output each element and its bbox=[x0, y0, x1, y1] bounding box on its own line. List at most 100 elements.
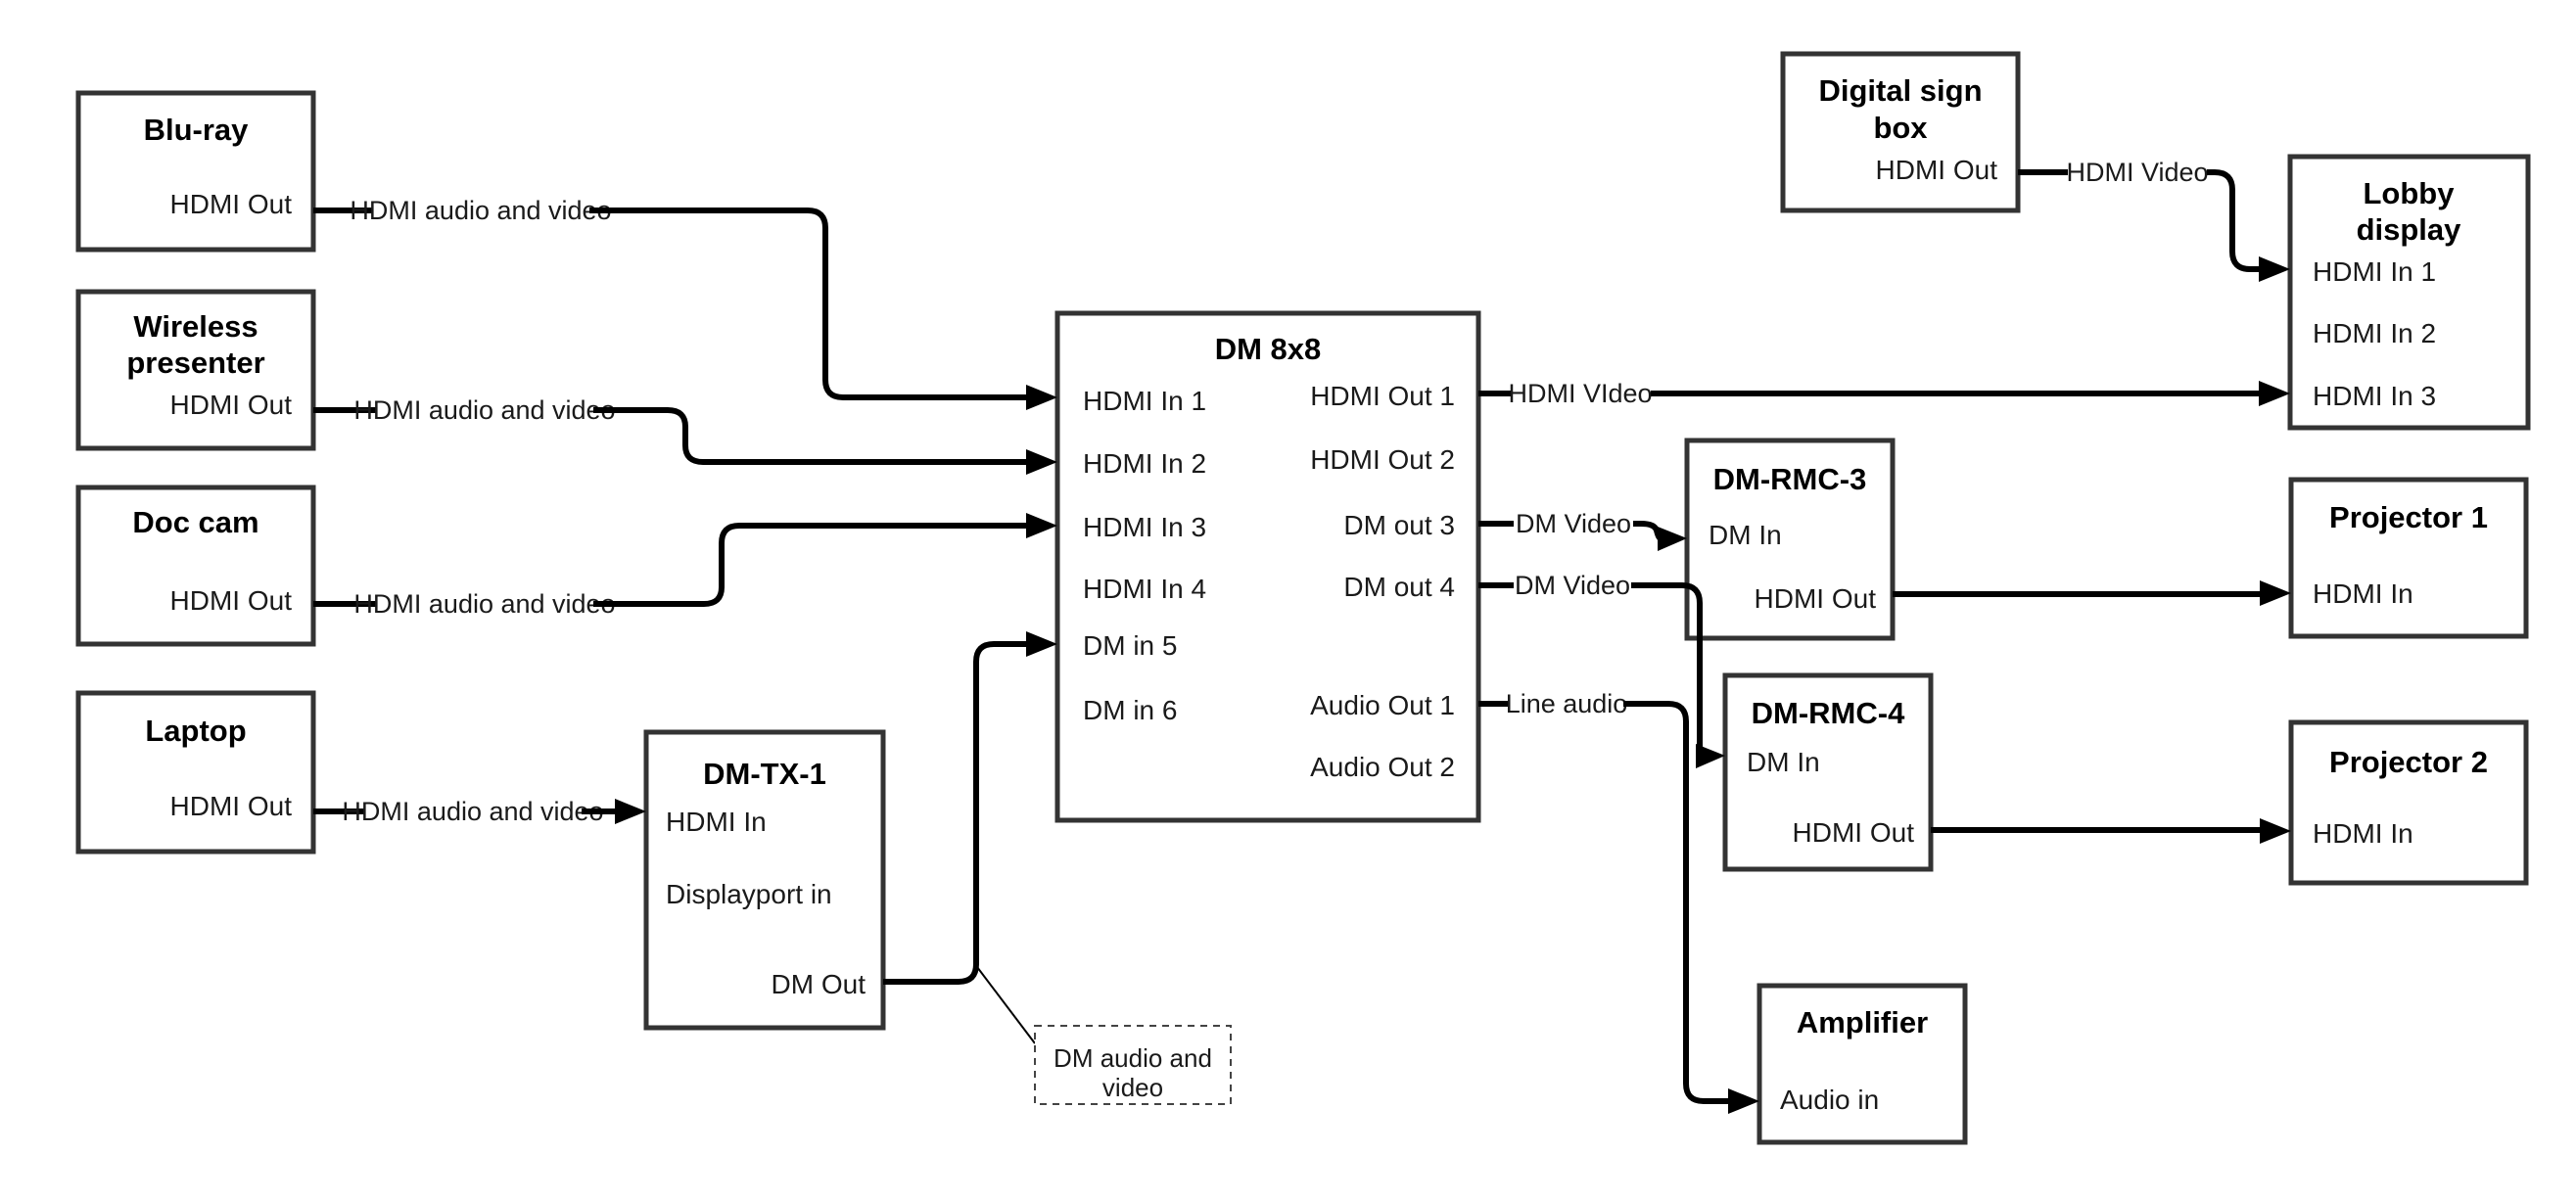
note-text-line1: DM audio and bbox=[1054, 1043, 1212, 1073]
wire-segment bbox=[883, 641, 1030, 985]
wire-segment bbox=[589, 208, 1030, 400]
node-lobby-display: Lobby display HDMI In 1 HDMI In 2 HDMI I… bbox=[2287, 154, 2531, 431]
node-dm-rmc-3-title: DM-RMC-3 bbox=[1713, 462, 1867, 496]
node-blu-ray: Blu-ray HDMI Out bbox=[75, 90, 316, 253]
port-dm-rmc-3-dm-in: DM In bbox=[1709, 520, 1782, 550]
node-blu-ray-title: Blu-ray bbox=[144, 113, 250, 147]
port-dm-rmc-4-hdmi-out: HDMI Out bbox=[1793, 817, 1915, 848]
port-dm-tx-1-displayport-in: Displayport in bbox=[666, 879, 832, 909]
note-dm-audio-and-video: DM audio and video bbox=[973, 962, 1232, 1105]
arrowhead-into-lobby-hdmi-in-1 bbox=[2259, 256, 2290, 282]
node-doc-cam-title: Doc cam bbox=[132, 505, 258, 539]
node-dm-tx-1: DM-TX-1 HDMI In Displayport in DM Out bbox=[643, 729, 886, 1031]
node-projector-1: Projector 1 HDMI In bbox=[2288, 477, 2529, 639]
node-dm-8x8: DM 8x8 HDMI In 1 HDMI In 2 HDMI In 3 HDM… bbox=[1054, 310, 1481, 823]
node-projector-2-title: Projector 2 bbox=[2329, 745, 2488, 779]
node-projector-1-box bbox=[2288, 477, 2529, 639]
node-laptop-title: Laptop bbox=[145, 714, 246, 748]
node-dm-8x8-box bbox=[1054, 310, 1481, 823]
connector-digital-sign-to-lobby: HDMI Video bbox=[2018, 158, 2290, 282]
port-dm-tx-1-hdmi-in: HDMI In bbox=[666, 807, 767, 837]
node-lobby-display-box bbox=[2287, 154, 2531, 431]
connection-label-dm-video-3: DM Video bbox=[1516, 509, 1631, 538]
arrowhead-into-hdmi-in-2 bbox=[1026, 449, 1057, 475]
port-dm-8x8-hdmi-in-1: HDMI In 1 bbox=[1083, 386, 1206, 416]
node-projector-2: Projector 2 HDMI In bbox=[2288, 719, 2529, 886]
connection-label-hdmi-video: HDMI VIdeo bbox=[1508, 379, 1652, 408]
node-doc-cam-box bbox=[75, 485, 316, 647]
node-digital-sign-box: Digital sign box HDMI Out bbox=[1780, 51, 2021, 213]
node-wireless-presenter-box bbox=[75, 289, 316, 451]
connection-label-laptop: HDMI audio and video bbox=[342, 797, 603, 826]
node-amplifier: Amplifier Audio in bbox=[1756, 983, 1968, 1145]
port-doc-cam-hdmi-out: HDMI Out bbox=[170, 585, 293, 616]
port-dm-8x8-hdmi-out-2: HDMI Out 2 bbox=[1310, 444, 1455, 475]
arrowhead-into-dm-in-5 bbox=[1026, 631, 1057, 657]
note-callout-line bbox=[973, 962, 1036, 1044]
port-laptop-hdmi-out: HDMI Out bbox=[170, 791, 293, 821]
wire-segment bbox=[1623, 701, 1730, 1104]
port-amplifier-audio-in: Audio in bbox=[1780, 1085, 1879, 1115]
node-amplifier-title: Amplifier bbox=[1797, 1005, 1928, 1039]
arrowhead-into-hdmi-in-1 bbox=[1026, 385, 1057, 410]
node-digital-sign-title-line2: box bbox=[1873, 111, 1928, 145]
port-dm-8x8-audio-out-1: Audio Out 1 bbox=[1310, 690, 1455, 720]
connector-hdmi-out-1-to-lobby: HDMI VIdeo bbox=[1478, 379, 2290, 408]
connector-rmc4-to-projector-2 bbox=[1931, 818, 2291, 844]
wire-segment bbox=[2207, 169, 2261, 272]
node-dm-rmc-4: DM-RMC-4 DM In HDMI Out bbox=[1722, 672, 1934, 872]
port-blu-ray-hdmi-out: HDMI Out bbox=[170, 189, 293, 219]
connector-rmc3-to-projector-1 bbox=[1893, 580, 2291, 606]
arrowhead-into-tx1-hdmi-in bbox=[615, 799, 646, 824]
node-lobby-display-title-line2: display bbox=[2357, 212, 2462, 247]
wire-segment bbox=[1633, 521, 1663, 541]
connection-label-digital-sign: HDMI Video bbox=[2066, 158, 2208, 187]
node-wireless-presenter-title-line2: presenter bbox=[126, 346, 264, 380]
port-dm-8x8-dm-in-6: DM in 6 bbox=[1083, 695, 1177, 725]
wire-segment bbox=[593, 407, 1030, 465]
port-lobby-hdmi-in-1: HDMI In 1 bbox=[2313, 256, 2436, 287]
node-wireless-presenter-title-line1: Wireless bbox=[133, 309, 258, 344]
port-projector-1-hdmi-in: HDMI In bbox=[2313, 578, 2413, 609]
port-wireless-hdmi-out: HDMI Out bbox=[170, 390, 293, 420]
port-digital-sign-hdmi-out: HDMI Out bbox=[1876, 155, 1998, 185]
port-lobby-hdmi-in-2: HDMI In 2 bbox=[2313, 318, 2436, 348]
note-text-line2: video bbox=[1102, 1073, 1163, 1102]
port-dm-rmc-3-hdmi-out: HDMI Out bbox=[1755, 583, 1877, 614]
node-blu-ray-box bbox=[75, 90, 316, 253]
connection-label-line-audio: Line audio bbox=[1506, 689, 1628, 718]
port-dm-rmc-4-dm-in: DM In bbox=[1747, 747, 1820, 777]
connector-blu-ray-to-dm8x8: HDMI audio and video bbox=[313, 196, 1057, 410]
node-projector-1-title: Projector 1 bbox=[2329, 500, 2488, 534]
node-doc-cam: Doc cam HDMI Out bbox=[75, 485, 316, 647]
arrowhead-into-amplifier-audio-in bbox=[1728, 1088, 1759, 1114]
port-projector-2-hdmi-in: HDMI In bbox=[2313, 818, 2413, 849]
arrowhead-into-rmc4-dm-in bbox=[1696, 744, 1725, 768]
port-dm-8x8-hdmi-in-4: HDMI In 4 bbox=[1083, 574, 1206, 604]
node-projector-2-box bbox=[2288, 719, 2529, 886]
node-dm-rmc-3: DM-RMC-3 DM In HDMI Out bbox=[1684, 438, 1896, 641]
port-dm-8x8-hdmi-out-1: HDMI Out 1 bbox=[1310, 381, 1455, 411]
connector-laptop-to-dm-tx-1: HDMI audio and video bbox=[313, 797, 646, 826]
node-dm-tx-1-box bbox=[643, 729, 886, 1031]
arrowhead-into-projector-1 bbox=[2260, 580, 2291, 606]
connection-label-doc-cam: HDMI audio and video bbox=[353, 589, 615, 619]
arrowhead-into-projector-2 bbox=[2260, 818, 2291, 844]
connector-dm-tx-1-to-dm8x8 bbox=[883, 631, 1057, 985]
connection-label-dm-video-4: DM Video bbox=[1515, 571, 1630, 600]
connector-audio-out-1-to-amplifier: Line audio bbox=[1478, 689, 1759, 1114]
node-dm-tx-1-title: DM-TX-1 bbox=[703, 757, 826, 791]
port-dm-8x8-hdmi-in-3: HDMI In 3 bbox=[1083, 512, 1206, 542]
node-digital-sign-box-box bbox=[1780, 51, 2021, 213]
wire-segment bbox=[593, 523, 1030, 607]
arrowhead-into-lobby-hdmi-in-3 bbox=[2259, 381, 2290, 406]
node-laptop: Laptop HDMI Out bbox=[75, 690, 316, 855]
port-dm-8x8-dm-out-4: DM out 4 bbox=[1343, 572, 1455, 602]
connection-label-blu-ray: HDMI audio and video bbox=[350, 196, 611, 225]
node-dm-rmc-4-box bbox=[1722, 672, 1934, 872]
node-amplifier-box bbox=[1756, 983, 1968, 1145]
connector-dm-out-4-to-rmc4: DM Video bbox=[1478, 571, 1725, 768]
arrowhead-into-rmc3-dm-in bbox=[1658, 527, 1687, 551]
node-dm-8x8-title: DM 8x8 bbox=[1215, 332, 1322, 366]
